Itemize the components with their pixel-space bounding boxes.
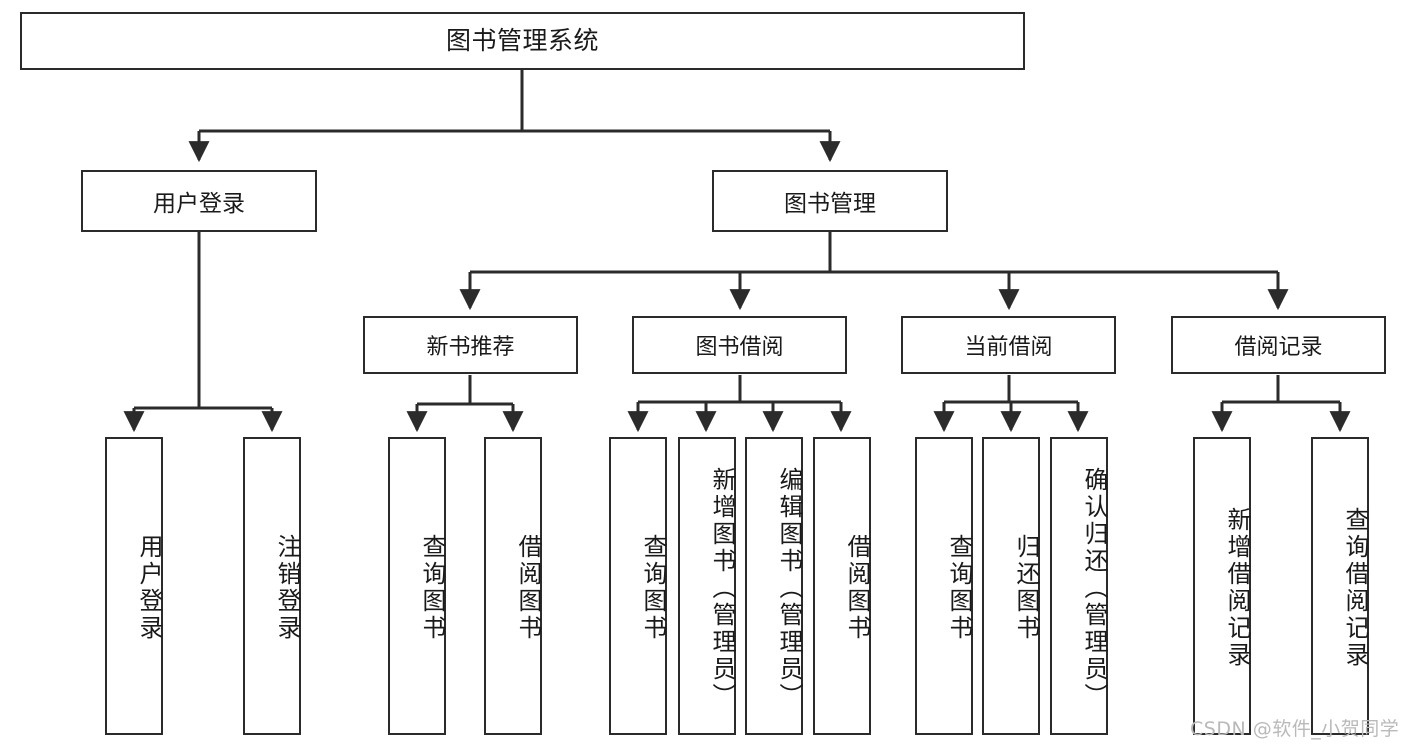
leaf-current-borrow-return-book[interactable]: 归还图书 <box>982 437 1040 735</box>
node-book-management[interactable]: 图书管理 <box>712 170 948 232</box>
node-user-login[interactable]: 用户登录 <box>81 170 317 232</box>
leaf-label: 用户登录 <box>135 534 163 642</box>
leaf-borrow-record-query-record[interactable]: 查询借阅记录 <box>1311 437 1369 735</box>
leaf-label: 查询图书 <box>639 534 667 642</box>
leaf-label: 查询借阅记录 <box>1341 507 1369 669</box>
node-root-book-management-system[interactable]: 图书管理系统 <box>20 12 1025 70</box>
node-new-book-recommend-label: 新书推荐 <box>426 335 515 360</box>
node-root-label: 图书管理系统 <box>445 26 599 55</box>
leaf-new-book-borrow-book[interactable]: 借阅图书 <box>484 437 542 735</box>
leaf-label: 注销登录 <box>273 534 301 642</box>
leaf-book-borrow-edit-book-admin[interactable]: 编辑图书（管理员） <box>745 437 803 735</box>
leaf-label: 新增图书（管理员） <box>708 466 736 710</box>
leaf-book-borrow-query-book[interactable]: 查询图书 <box>609 437 667 735</box>
node-current-borrow-label: 当前借阅 <box>964 335 1053 360</box>
node-borrow-record-label: 借阅记录 <box>1234 335 1323 360</box>
node-book-borrow[interactable]: 图书借阅 <box>632 316 847 374</box>
leaf-label: 借阅图书 <box>514 534 542 642</box>
node-book-management-label: 图书管理 <box>784 191 876 217</box>
leaf-borrow-record-add-record[interactable]: 新增借阅记录 <box>1193 437 1251 735</box>
leaf-label: 确认归还（管理员） <box>1080 466 1108 710</box>
node-user-login-label: 用户登录 <box>153 191 245 217</box>
leaf-book-borrow-borrow-book[interactable]: 借阅图书 <box>813 437 871 735</box>
leaf-current-borrow-query-book[interactable]: 查询图书 <box>915 437 973 735</box>
leaf-label: 查询图书 <box>418 534 446 642</box>
node-current-borrow[interactable]: 当前借阅 <box>901 316 1116 374</box>
node-book-borrow-label: 图书借阅 <box>695 335 784 360</box>
leaf-label: 查询图书 <box>945 534 973 642</box>
leaf-label: 借阅图书 <box>843 534 871 642</box>
leaf-current-borrow-confirm-return-admin[interactable]: 确认归还（管理员） <box>1050 437 1108 735</box>
node-new-book-recommend[interactable]: 新书推荐 <box>363 316 578 374</box>
leaf-new-book-query-book[interactable]: 查询图书 <box>388 437 446 735</box>
watermark-text: CSDN @软件_小贺同学 <box>1190 718 1400 740</box>
leaf-label: 归还图书 <box>1012 534 1040 642</box>
leaf-user-login-logout[interactable]: 注销登录 <box>243 437 301 735</box>
leaf-label: 新增借阅记录 <box>1223 507 1251 669</box>
leaf-label: 编辑图书（管理员） <box>775 466 803 710</box>
node-borrow-record[interactable]: 借阅记录 <box>1171 316 1386 374</box>
leaf-user-login-login[interactable]: 用户登录 <box>105 437 163 735</box>
leaf-book-borrow-add-book-admin[interactable]: 新增图书（管理员） <box>678 437 736 735</box>
